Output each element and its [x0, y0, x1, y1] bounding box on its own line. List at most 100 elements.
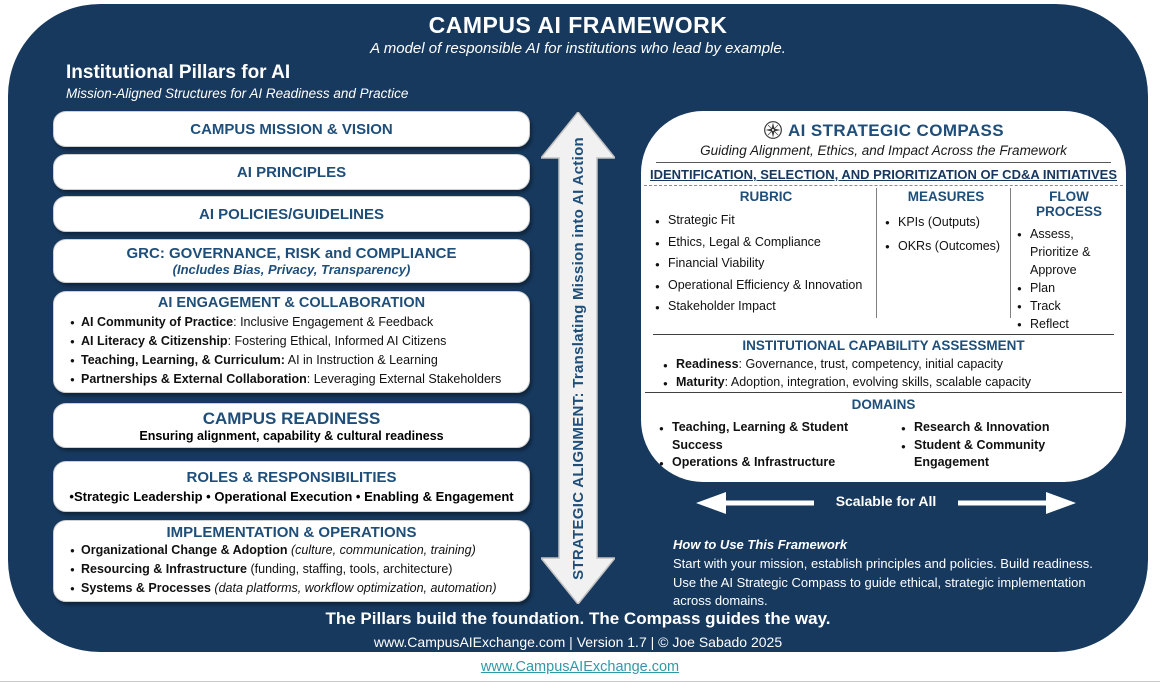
- pillars-section-title: Institutional Pillars for AI: [66, 62, 291, 83]
- column-header: RUBRIC: [739, 189, 793, 204]
- list-item: KPIs (Outputs): [885, 210, 1007, 235]
- flow-process-list: Assess, Prioritize & Approve Plan Track …: [1017, 225, 1121, 334]
- list-item: Ethics, Legal & Compliance: [655, 232, 877, 253]
- howto-line: Use the AI Strategic Compass to guide et…: [673, 574, 1086, 590]
- domains-column-left: Teaching, Learning & Student Success Ope…: [659, 419, 901, 472]
- strategic-alignment-arrow: STRATEGIC ALIGNMENT: Translating Mission…: [539, 110, 617, 606]
- domains-grid: Teaching, Learning & Student Success Ope…: [659, 419, 1120, 472]
- pillar-grc: GRC: GOVERNANCE, RISK and COMPLIANCE (In…: [53, 239, 530, 283]
- list-item: Stakeholder Impact: [655, 296, 877, 318]
- column-divider: [876, 188, 877, 318]
- campus-ai-exchange-link[interactable]: www.CampusAIExchange.com: [480, 659, 680, 675]
- list-item: Resourcing & Infrastructure (funding, st…: [70, 560, 521, 579]
- bullet-rest: AI in Instruction & Learning: [284, 353, 438, 367]
- pillar-title: AI PRINCIPLES: [236, 163, 347, 181]
- dashed-divider: [644, 185, 1123, 186]
- pillar-title: IMPLEMENTATION & OPERATIONS: [166, 524, 417, 541]
- pillar-engagement-collaboration: AI ENGAGEMENT & COLLABORATION AI Communi…: [53, 291, 530, 393]
- pillar-title: AI ENGAGEMENT & COLLABORATION: [157, 295, 426, 311]
- capability-section-title: INSTITUTIONAL CAPABILITY ASSESSMENT: [742, 338, 1025, 353]
- footer-meta: www.CampusAIExchange.com | Version 1.7 |…: [373, 634, 783, 650]
- list-item: AI Community of Practice: Inclusive Enga…: [70, 313, 521, 332]
- footer-link-row: www.CampusAIExchange.com: [0, 658, 1160, 676]
- howto-line: across domains.: [673, 593, 768, 608]
- scalable-left-arrow: [696, 492, 814, 519]
- divider: [656, 162, 1111, 163]
- list-item: AI Literacy & Citizenship: Fostering Eth…: [70, 332, 521, 351]
- howto-text: Start with your mission, establish princ…: [673, 555, 1133, 611]
- list-item: Operational Efficiency & Innovation: [655, 275, 877, 296]
- list-item: Systems & Processes (data platforms, wor…: [70, 579, 521, 598]
- bullet-rest: : Adoption, integration, evolving skills…: [724, 374, 1032, 389]
- pillar-roles-responsibilities: ROLES & RESPONSIBILITIES •Strategic Lead…: [53, 461, 530, 512]
- bullet-lead: Maturity: [676, 374, 725, 389]
- list-item: OKRs (Outcomes): [885, 234, 1007, 259]
- bullet-lead: Partnerships & External Collaboration: [81, 372, 307, 386]
- bottom-divider: [0, 681, 1160, 682]
- bullet-lead: Readiness: [676, 357, 739, 371]
- right-arrow-icon: [958, 492, 1076, 514]
- pillar-implementation-operations: IMPLEMENTATION & OPERATIONS Organization…: [53, 520, 530, 602]
- list-item: Organizational Change & Adoption (cultur…: [70, 541, 521, 560]
- list-item: Readiness: Governance, trust, competency…: [663, 356, 1118, 374]
- rubric-list: Strategic Fit Ethics, Legal & Compliance…: [655, 210, 877, 318]
- bullet-rest: : Inclusive Engagement & Feedback: [233, 315, 434, 329]
- scalable-label: Scalable for All: [835, 493, 937, 509]
- pillar-ai-policies: AI POLICIES/GUIDELINES: [53, 196, 530, 232]
- pillar-title: CAMPUS MISSION & VISION: [190, 120, 393, 138]
- pillar-ai-principles: AI PRINCIPLES: [53, 154, 530, 190]
- column-header: MEASURES: [907, 189, 985, 204]
- compass-title: AI STRATEGIC COMPASS: [787, 121, 1005, 140]
- compass-icon: [764, 121, 782, 139]
- bullet-lead: AI Community of Practice: [81, 315, 234, 329]
- list-item: Plan: [1017, 279, 1121, 298]
- list-item: Financial Viability: [655, 253, 877, 275]
- pillars-section-subtitle: Mission-Aligned Structures for AI Readin…: [66, 86, 409, 101]
- bullet-rest: (culture, communication, training): [287, 543, 476, 557]
- pillar-campus-mission-vision: CAMPUS MISSION & VISION: [53, 111, 530, 147]
- list-item: Track: [1017, 297, 1121, 316]
- initiatives-section-title: IDENTIFICATION, SELECTION, AND PRIORITIZ…: [649, 167, 1118, 182]
- pillar-subtitle: (Includes Bias, Privacy, Transparency): [172, 262, 411, 277]
- column-header: FLOW PROCESS: [1035, 189, 1103, 219]
- bullet-lead: Organizational Change & Adoption: [81, 543, 288, 557]
- bullet-rest: : Leveraging External Stakeholders: [306, 372, 502, 386]
- howto-line: Start with your mission, establish princ…: [673, 556, 1093, 571]
- footer-tagline: The Pillars build the foundation. The Co…: [325, 609, 831, 628]
- list-item: Strategic Fit: [655, 210, 877, 232]
- divider: [645, 392, 1122, 393]
- pillar-title: AI POLICIES/GUIDELINES: [198, 205, 385, 223]
- list-item: Partnerships & External Collaboration: L…: [70, 370, 521, 389]
- capability-list: Readiness: Governance, trust, competency…: [663, 356, 1118, 392]
- flow-process-column: FLOW PROCESS Assess, Prioritize & Approv…: [1017, 189, 1121, 334]
- bullet-rest: : Fostering Ethical, Informed AI Citizen…: [227, 334, 447, 348]
- bullet-lead: Resourcing & Infrastructure: [81, 562, 248, 576]
- list-item: Assess, Prioritize & Approve: [1017, 225, 1121, 279]
- pillar-title: ROLES & RESPONSIBILITIES: [186, 469, 397, 486]
- measures-list: KPIs (Outputs) OKRs (Outcomes): [885, 210, 1007, 259]
- scalable-right-arrow: [958, 492, 1076, 519]
- domains-section-title: DOMAINS: [851, 397, 916, 412]
- pillar-title: CAMPUS READINESS: [202, 408, 381, 428]
- pillar-subtitle: Ensuring alignment, capability & cultura…: [139, 428, 444, 443]
- page-title: CAMPUS AI FRAMEWORK: [428, 12, 728, 38]
- ai-strategic-compass-panel: AI STRATEGIC COMPASS Guiding Alignment, …: [641, 111, 1126, 482]
- compass-subtitle: Guiding Alignment, Ethics, and Impact Ac…: [700, 143, 1067, 158]
- pillar-bullet-list: Organizational Change & Adoption (cultur…: [54, 541, 529, 598]
- list-item: Teaching, Learning, & Curriculum: AI in …: [70, 351, 521, 370]
- bullet-lead: AI Literacy & Citizenship: [81, 334, 228, 348]
- pillar-title: GRC: GOVERNANCE, RISK and COMPLIANCE: [126, 245, 457, 262]
- list-item: Maturity: Adoption, integration, evolvin…: [663, 374, 1118, 391]
- bullet-lead: Teaching, Learning, & Curriculum:: [81, 353, 285, 367]
- pillar-campus-readiness: CAMPUS READINESS Ensuring alignment, cap…: [53, 403, 530, 448]
- framework-panel: CAMPUS AI FRAMEWORK A model of responsib…: [8, 4, 1148, 652]
- page-subtitle: A model of responsible AI for institutio…: [370, 40, 786, 57]
- domains-column-right: Research & Innovation Student & Communit…: [901, 419, 1119, 472]
- list-item: Research & Innovation: [901, 419, 1119, 437]
- bullet-rest: (data platforms, workflow optimization, …: [210, 581, 497, 595]
- list-item: Operations & Infrastructure: [659, 454, 901, 472]
- strategic-alignment-label: STRATEGIC ALIGNMENT: Translating Mission…: [569, 136, 587, 580]
- measures-column: MEASURES KPIs (Outputs) OKRs (Outcomes): [885, 189, 1007, 259]
- bullet-rest: : Governance, trust, competency, initial…: [738, 357, 1004, 371]
